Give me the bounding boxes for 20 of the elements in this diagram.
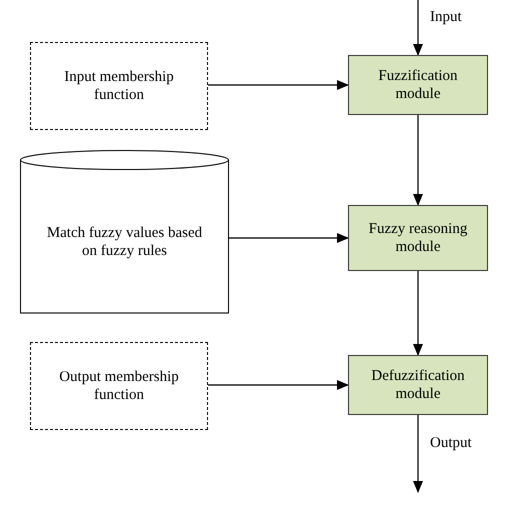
node-text: Input membership function xyxy=(63,68,175,104)
edge-label: Input xyxy=(428,10,464,24)
process-box xyxy=(348,55,488,115)
node-text: Output membership function xyxy=(58,368,180,404)
node-text: Fuzzification module xyxy=(377,67,459,103)
edge-label: Output xyxy=(428,436,474,450)
arrow xyxy=(413,415,423,493)
node-text: Match fuzzy values based on fuzzy rules xyxy=(46,224,204,260)
arrow xyxy=(229,233,349,243)
node-text: Defuzzification module xyxy=(370,367,466,403)
arrow xyxy=(413,115,423,206)
node-text: Fuzzy reasoning module xyxy=(368,220,468,256)
dashed-box xyxy=(30,42,208,130)
process-box xyxy=(348,355,488,415)
arrow xyxy=(208,380,349,390)
arrow xyxy=(413,0,423,56)
dashed-box xyxy=(30,342,208,430)
arrow xyxy=(208,80,349,90)
process-box xyxy=(348,205,488,271)
arrow xyxy=(413,271,423,356)
